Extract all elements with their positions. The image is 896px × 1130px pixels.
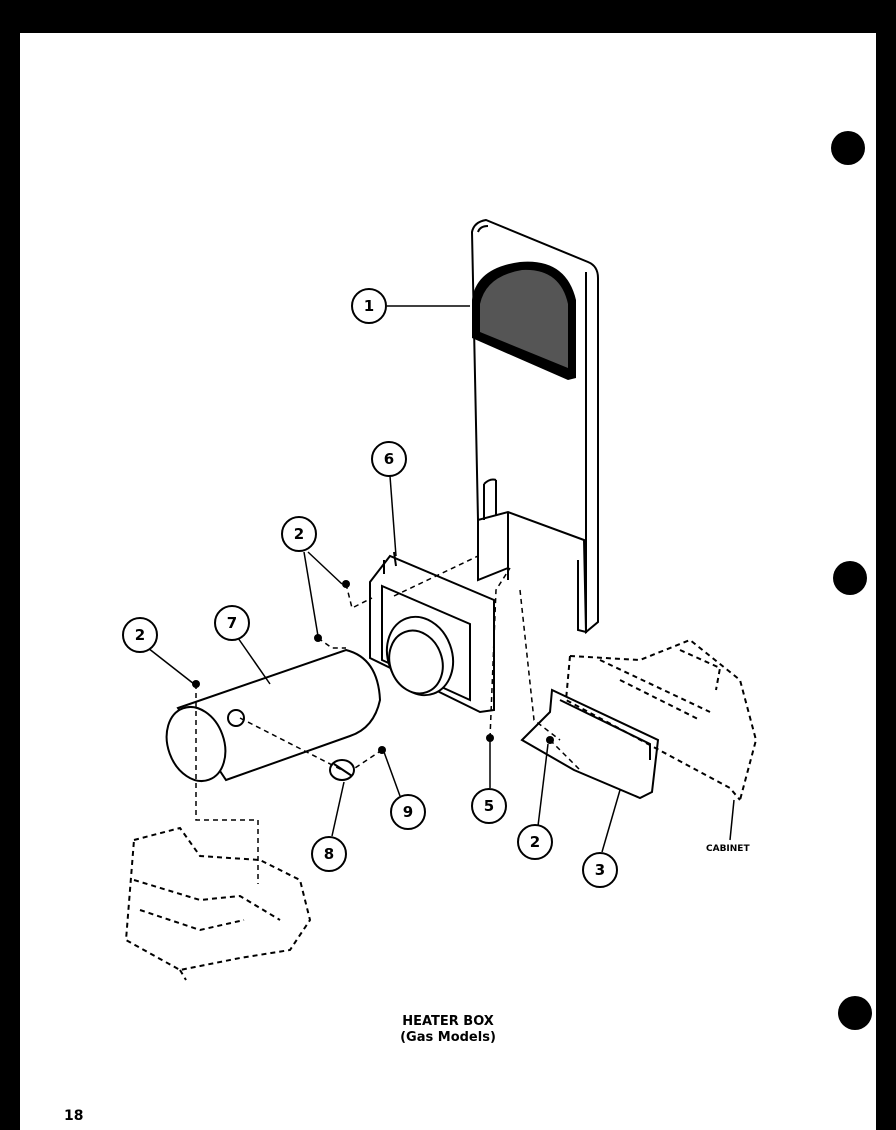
callout-3: 3 xyxy=(595,861,605,879)
diagram-subtitle: (Gas Models) xyxy=(400,1030,496,1045)
callout-3-circle xyxy=(582,852,618,888)
callout-2a-circle xyxy=(281,516,317,552)
part-valve xyxy=(329,759,355,781)
callout-2a: 2 xyxy=(294,525,304,543)
callout-1-circle xyxy=(351,288,387,324)
callout-2b-circle xyxy=(122,617,158,653)
assembly-lines xyxy=(195,555,581,884)
diagram-title: HEATER BOX xyxy=(402,1014,494,1029)
callout-9-circle xyxy=(390,794,426,830)
callouts xyxy=(122,288,618,888)
callout-2c-circle xyxy=(517,824,553,860)
punch-hole-middle xyxy=(833,561,867,595)
callout-6: 6 xyxy=(384,450,394,468)
callout-2c: 2 xyxy=(530,833,540,851)
callout-5: 5 xyxy=(484,797,494,815)
page-number: 18 xyxy=(64,1108,84,1124)
callout-7-circle xyxy=(214,605,250,641)
cabinet-label: CABINET xyxy=(706,844,750,854)
cabinet-outline xyxy=(564,638,758,801)
callout-8-circle xyxy=(311,836,347,872)
part-heater-tube xyxy=(165,648,382,782)
callout-5-circle xyxy=(471,788,507,824)
callout-9: 9 xyxy=(403,803,413,821)
callout-1: 1 xyxy=(364,297,374,315)
callout-6-circle xyxy=(371,441,407,477)
screen-mesh xyxy=(472,261,576,380)
punch-hole-bottom xyxy=(838,996,872,1030)
part-flange xyxy=(369,551,495,714)
callout-leaders xyxy=(147,305,735,853)
base-outline xyxy=(124,826,312,981)
callout-7: 7 xyxy=(227,614,237,632)
punch-hole-top xyxy=(831,131,865,165)
callout-8: 8 xyxy=(324,845,334,863)
part-bracket xyxy=(520,688,660,800)
callout-2b: 2 xyxy=(135,626,145,644)
